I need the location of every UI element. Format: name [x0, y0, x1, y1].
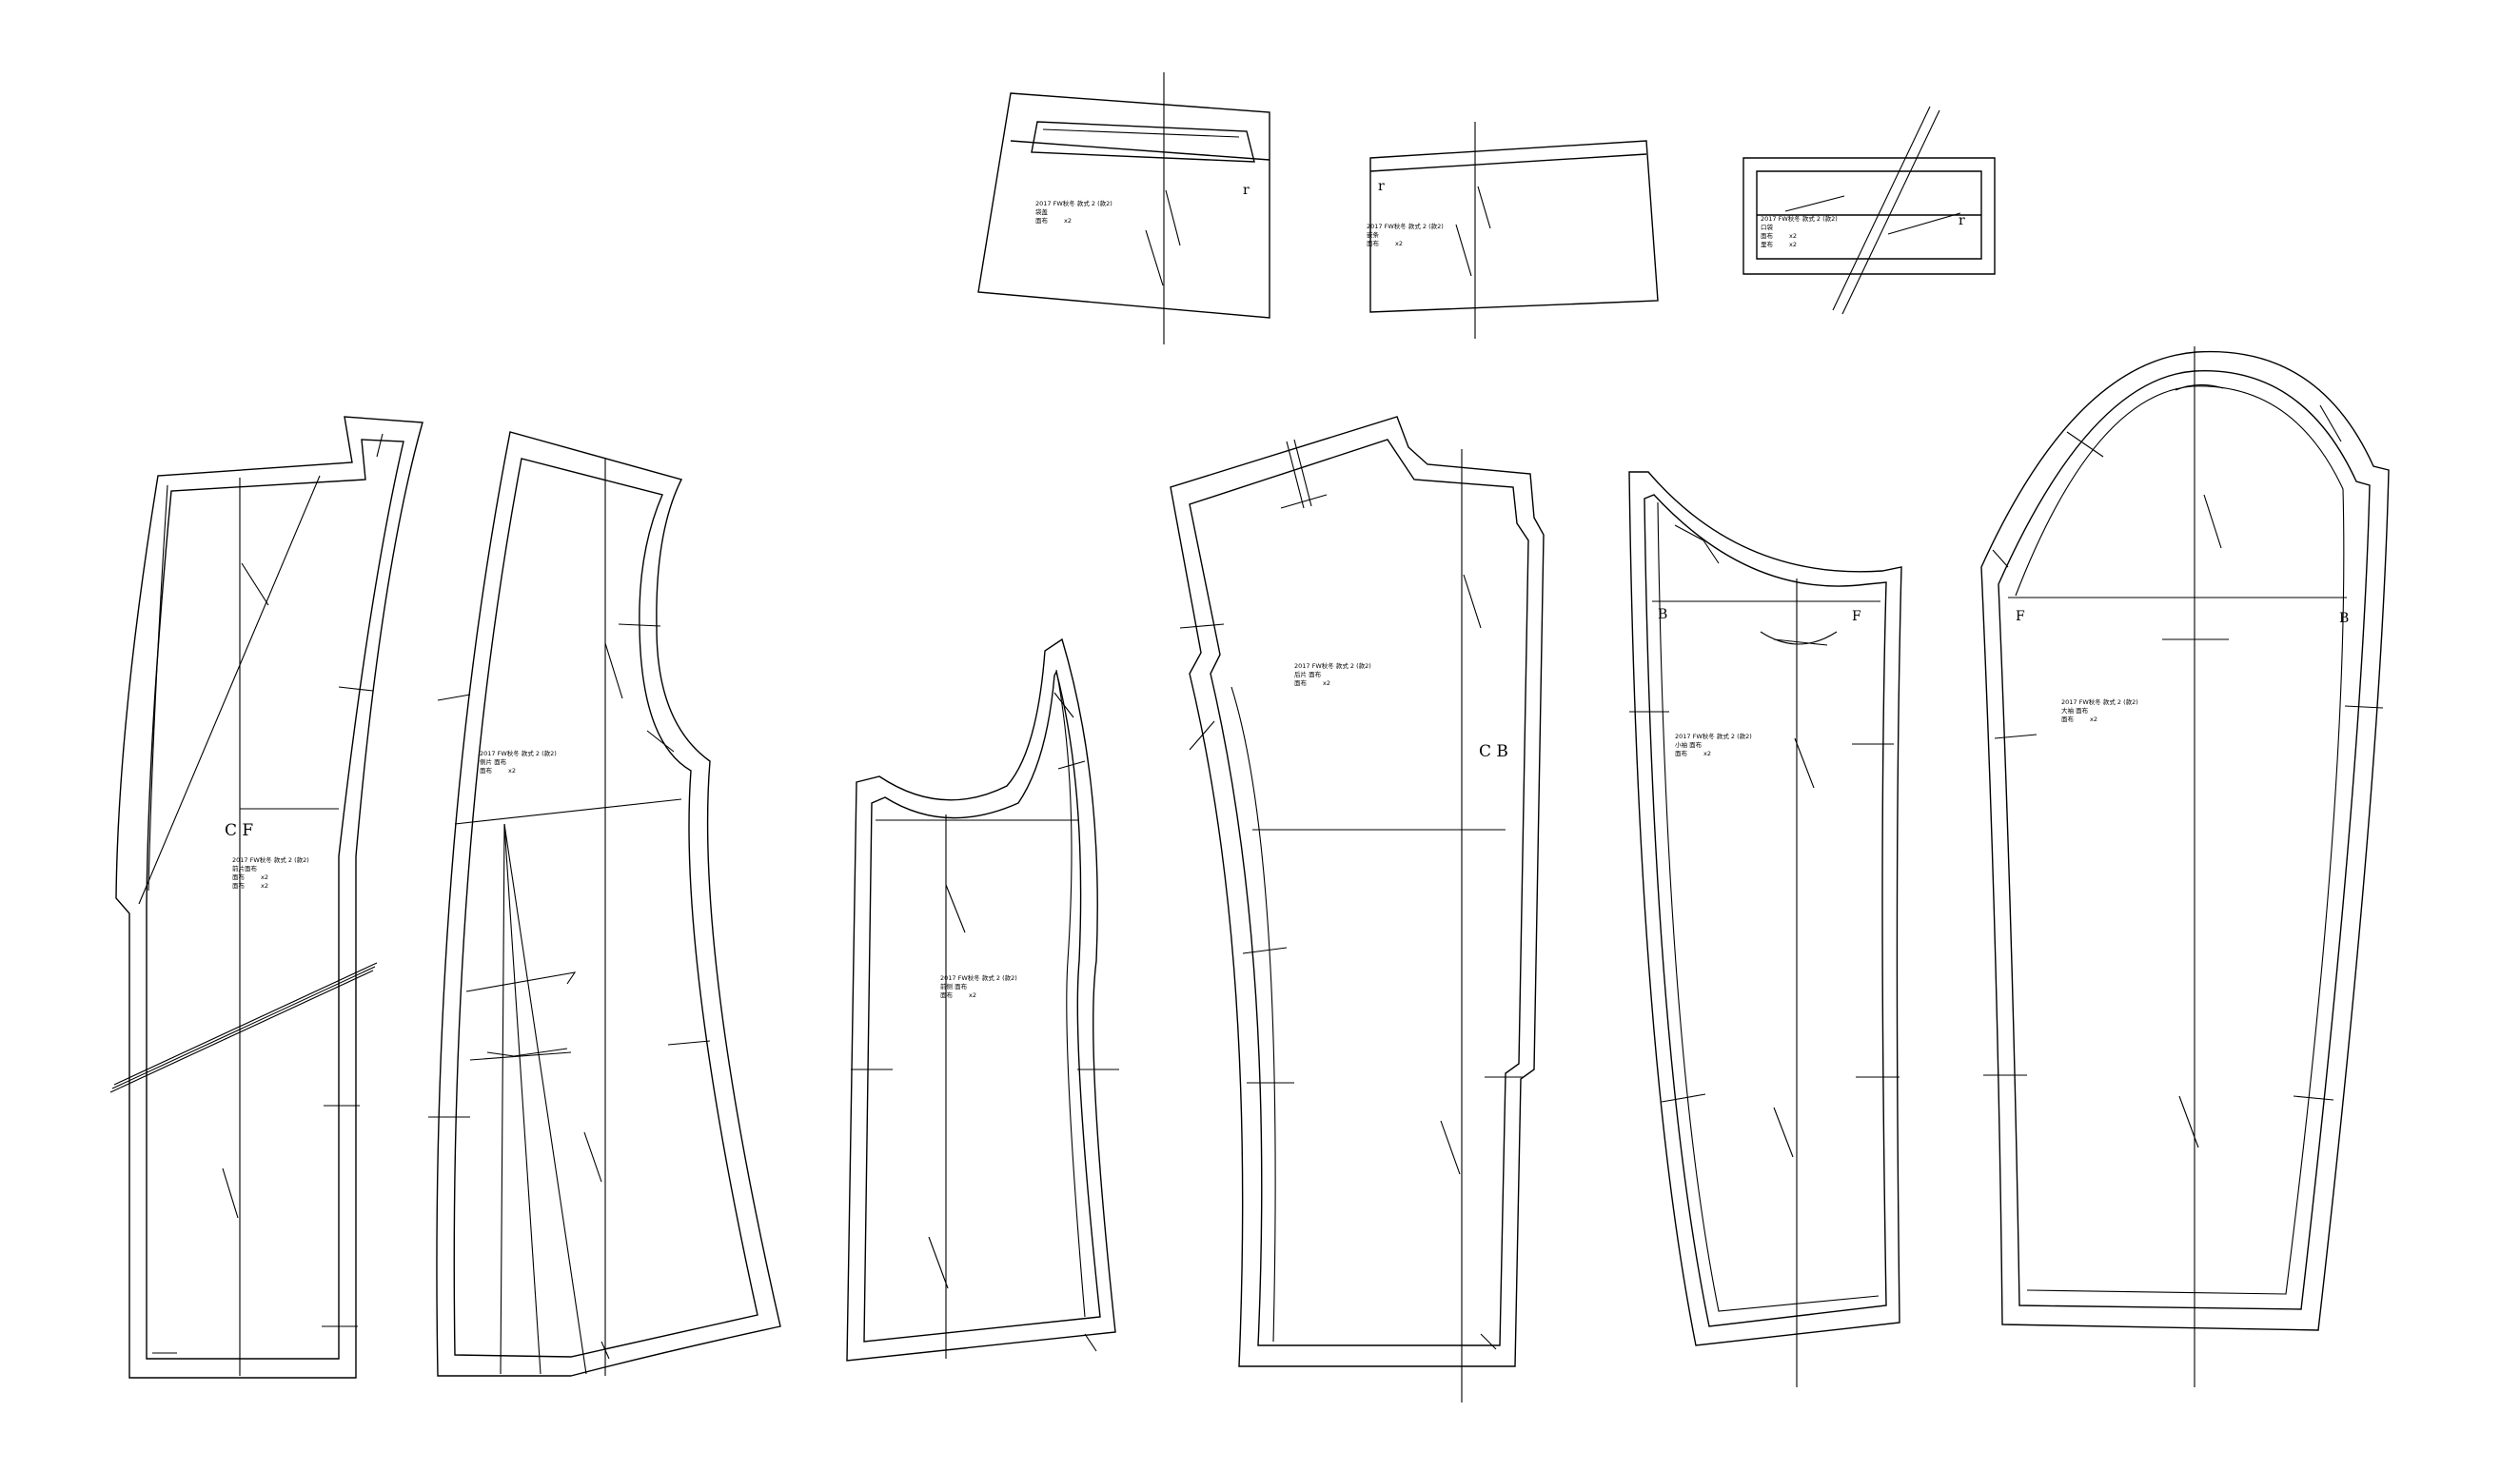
back-cb-label: C B	[1479, 742, 1508, 761]
flap-info-line1: 2017 FW秋冬 款式 2 (款2)	[1761, 214, 1838, 223]
welt-info-fabric: 面布	[1367, 239, 1380, 247]
flap-info-fabric: 面布	[1761, 231, 1774, 240]
side-front-info-line1: 2017 FW秋冬 款式 2 (款2)	[940, 973, 1017, 982]
under-sleeve-piece: B F 2017 FW秋冬 款式 2 (款2) 小袖 面布 面布 x2	[1628, 471, 1902, 1387]
back-info-fabric: 面布	[1294, 678, 1308, 687]
top-sleeve-info-name: 大袖 面布	[2061, 706, 2089, 715]
under-sleeve-info-qty: x2	[1703, 750, 1711, 757]
pocket-info-line1: 2017 FW秋冬 款式 2 (款2)	[1035, 199, 1112, 207]
side-info-name: 侧片 面布	[480, 757, 507, 766]
front-info-qty: x2	[261, 873, 268, 881]
welt-notch-mark: r	[1378, 179, 1385, 194]
welt-info-qty: x2	[1395, 240, 1403, 247]
front-info-fabric2: 面布	[232, 881, 246, 890]
flap-info-name: 口袋	[1761, 223, 1774, 231]
flap-piece: r 2017 FW秋冬 款式 2 (款2) 口袋 面布 x2 里布 x2	[1742, 106, 1996, 315]
side-panel-piece: 2017 FW秋冬 款式 2 (款2) 侧片 面布 面布 x2	[428, 431, 781, 1377]
welt-info-name: 嵌条	[1367, 230, 1380, 239]
top-sleeve-info-fabric: 面布	[2061, 715, 2075, 723]
pocket-info-name: 袋盖	[1035, 207, 1049, 216]
top-sleeve-info-qty: x2	[2090, 716, 2097, 723]
front-cf-label: C F	[225, 821, 253, 840]
side-info-qty: x2	[508, 767, 516, 775]
flap-info-lining: 里布	[1761, 240, 1774, 248]
side-front-info-qty: x2	[969, 991, 976, 999]
side-front-info-fabric: 面布	[940, 990, 954, 999]
top-sleeve-b-mark: B	[2339, 611, 2349, 626]
pocket-info-qty: x2	[1064, 217, 1072, 225]
under-sleeve-info-line1: 2017 FW秋冬 款式 2 (款2)	[1675, 732, 1752, 740]
pocket-bag-piece: r 2017 FW秋冬 款式 2 (款2) 袋盖 面布 x2	[977, 72, 1270, 344]
front-info-qty2: x2	[261, 882, 268, 890]
top-sleeve-f-mark: F	[2016, 609, 2025, 624]
under-sleeve-f-mark: F	[1852, 609, 1861, 624]
pocket-notch-mark: r	[1243, 183, 1250, 198]
side-info-fabric: 面布	[480, 766, 493, 775]
back-info-line1: 2017 FW秋冬 款式 2 (款2)	[1294, 661, 1371, 670]
under-sleeve-b-mark: B	[1658, 607, 1667, 622]
front-info-name: 前片面布	[232, 864, 258, 873]
top-sleeve-info-line1: 2017 FW秋冬 款式 2 (款2)	[2061, 697, 2138, 706]
front-info-line1: 2017 FW秋冬 款式 2 (款2)	[232, 855, 309, 864]
pocket-info-fabric: 面布	[1035, 216, 1049, 225]
under-sleeve-info-name: 小袖 面布	[1675, 740, 1703, 749]
front-panel-piece: C F 2017 FW秋冬 款式 2 (款2) 前片面布 面布 x2 面布 x2	[109, 416, 423, 1379]
side-info-line1: 2017 FW秋冬 款式 2 (款2)	[480, 749, 557, 757]
flap-info-qty: x2	[1789, 232, 1797, 240]
flap-notch-mark: r	[1959, 213, 1965, 228]
welt-piece: r 2017 FW秋冬 款式 2 (款2) 嵌条 面布 x2	[1367, 122, 1659, 339]
under-sleeve-info-fabric: 面布	[1675, 749, 1688, 757]
top-sleeve-piece: F B 2017 FW秋冬 款式 2 (款2) 大袖 面布 面布 x2	[1980, 346, 2390, 1387]
welt-info-line1: 2017 FW秋冬 款式 2 (款2)	[1367, 222, 1444, 230]
side-front-piece: 2017 FW秋冬 款式 2 (款2) 前侧 面布 面布 x2	[846, 637, 1119, 1362]
flap-info-qty2: x2	[1789, 241, 1797, 248]
back-info-name: 后片 面布	[1294, 670, 1322, 678]
side-front-info-name: 前侧 面布	[940, 982, 968, 990]
front-info-fabric: 面布	[232, 873, 246, 881]
back-panel-piece: C B 2017 FW秋冬 款式 2 (款2) 后片 面布 面布 x2	[1170, 416, 1545, 1402]
back-info-qty: x2	[1323, 679, 1330, 687]
